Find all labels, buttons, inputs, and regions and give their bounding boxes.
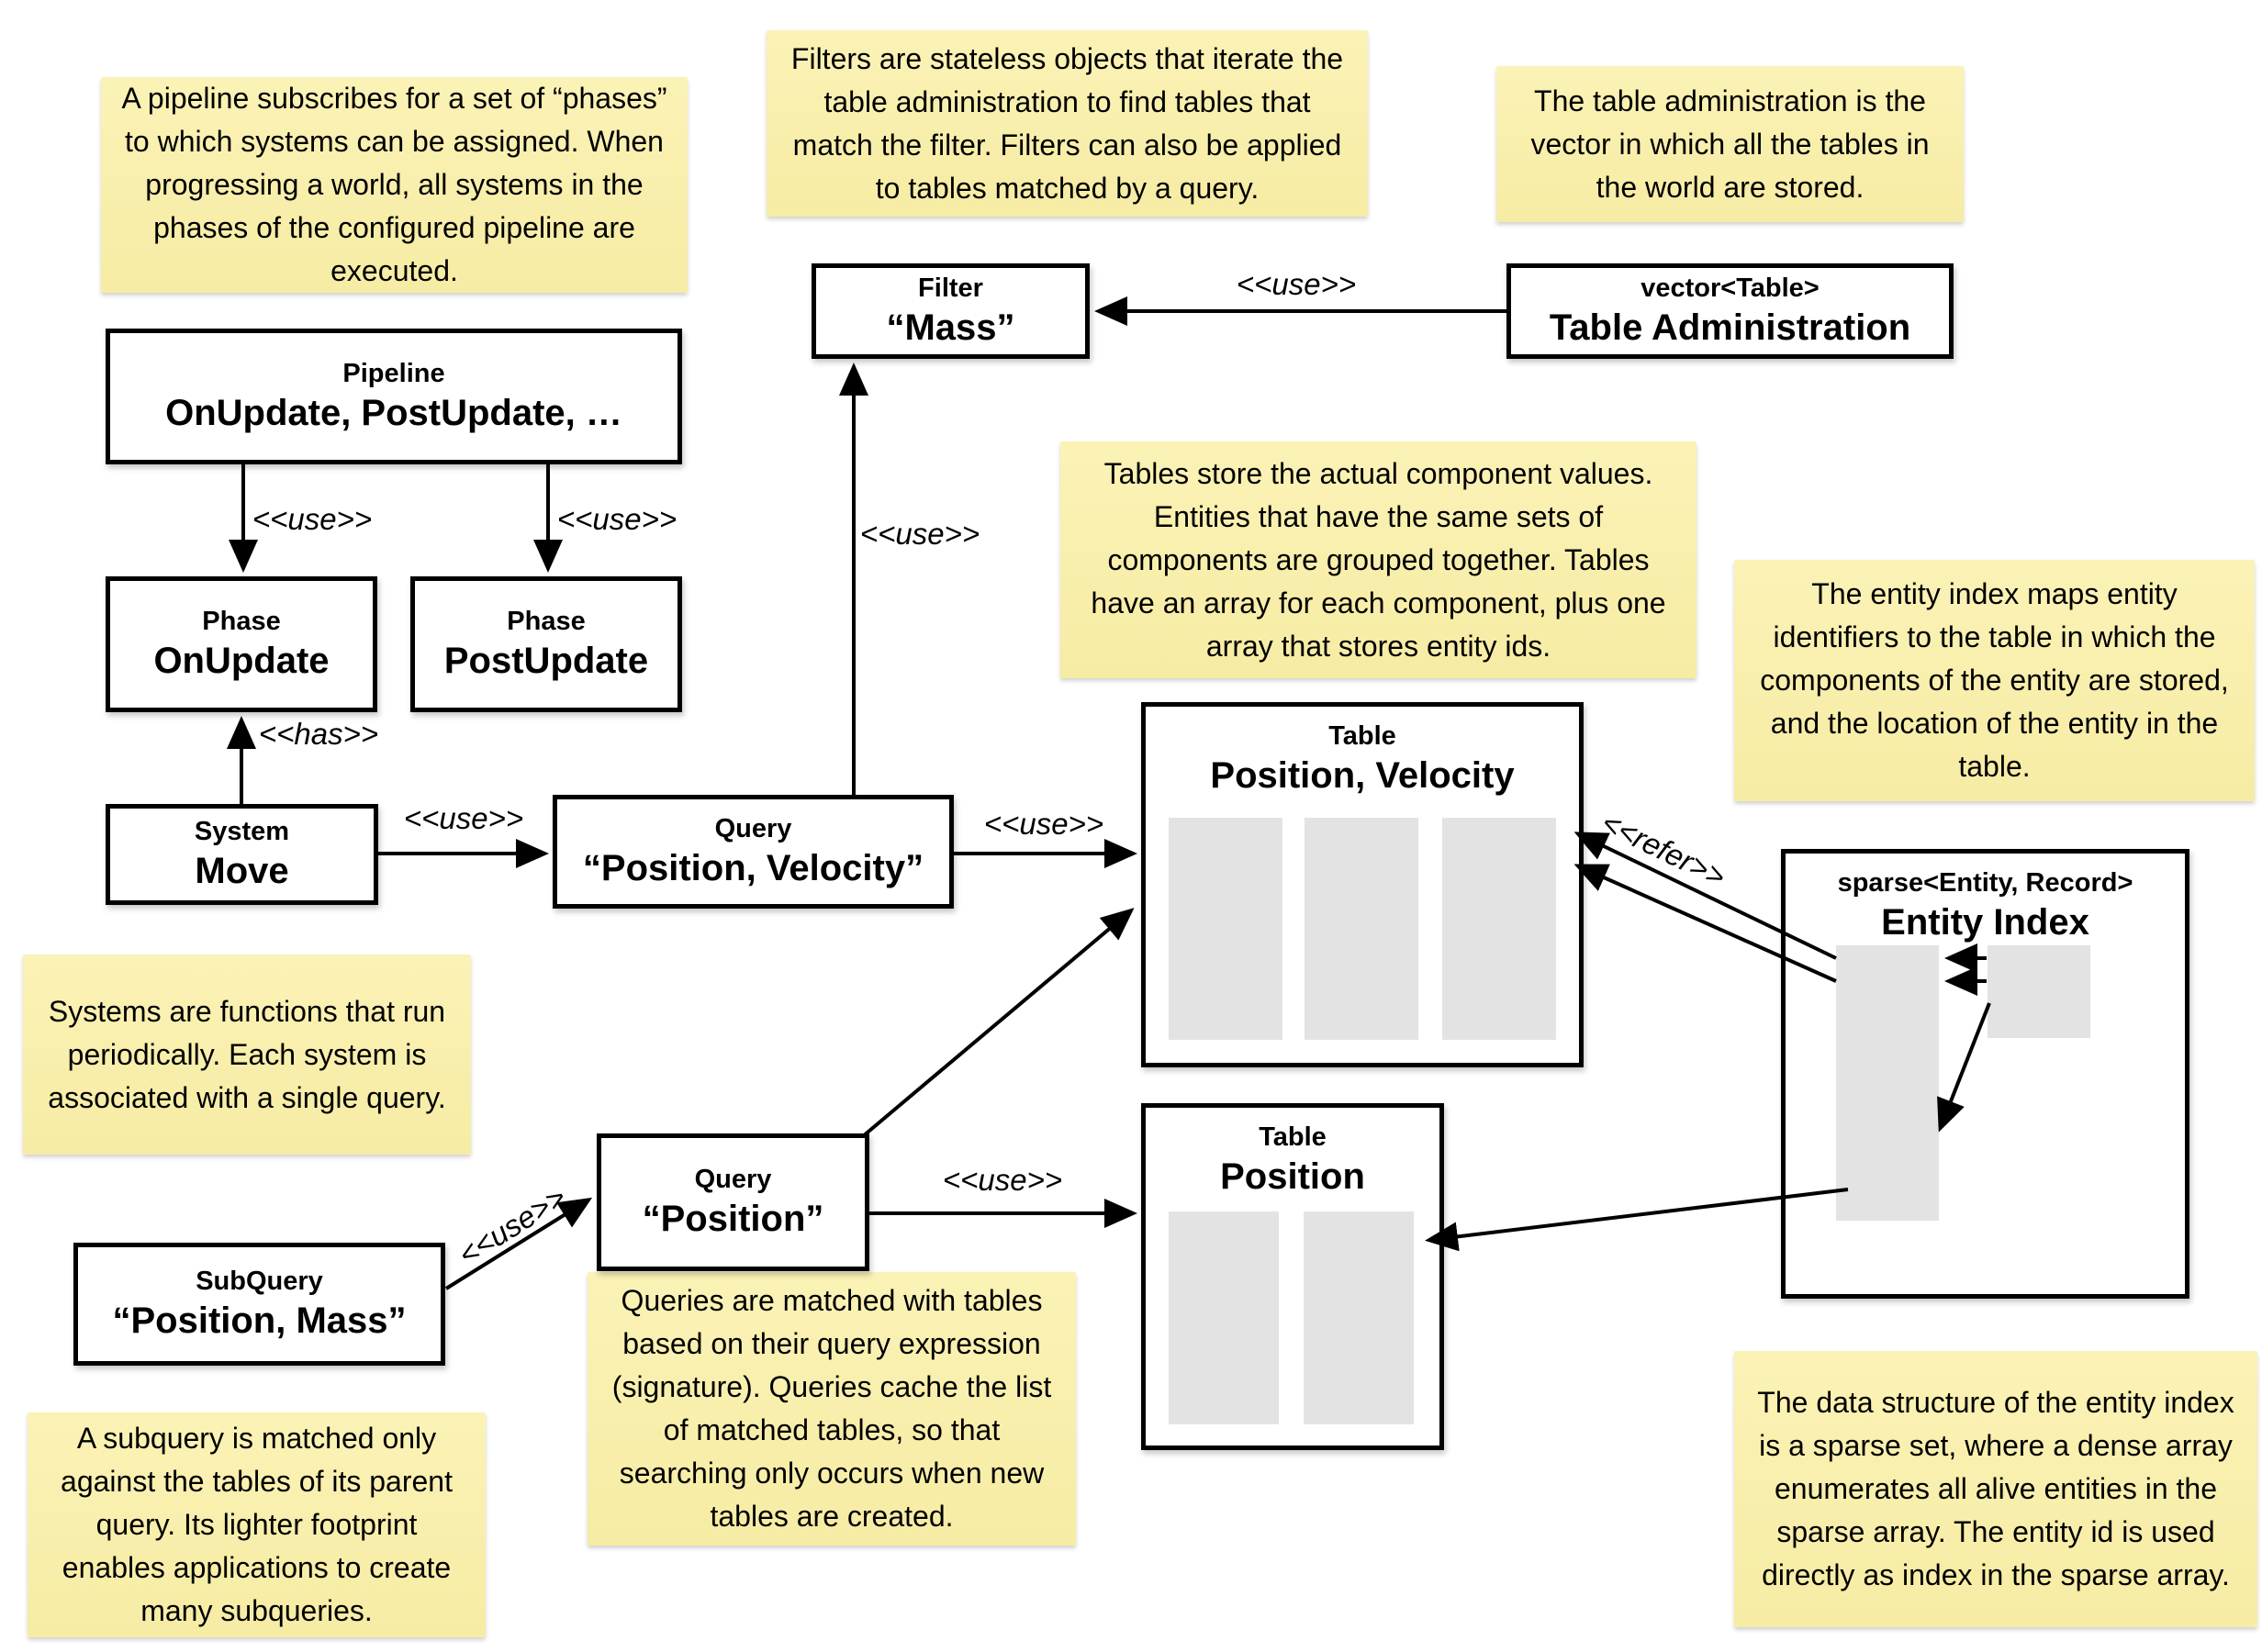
- node-system-move: System Move: [106, 804, 378, 905]
- sticky-note-text: The table administration is the vector i…: [1530, 84, 1930, 204]
- node-value: Move: [195, 851, 289, 891]
- edge-label-refer: <<refer>>: [1596, 805, 1731, 894]
- node-value: OnUpdate, PostUpdate, …: [165, 393, 622, 433]
- node-title: Table: [1259, 1122, 1327, 1152]
- node-value: Position: [1220, 1156, 1365, 1197]
- component-array-column: [1169, 818, 1282, 1040]
- node-title: vector<Table>: [1641, 273, 1820, 303]
- node-query-position: Query “Position”: [597, 1133, 869, 1271]
- node-value: PostUpdate: [443, 641, 649, 681]
- node-value: “Position, Mass”: [112, 1300, 407, 1341]
- node-value: “Position, Velocity”: [582, 848, 924, 888]
- node-title: Query: [714, 814, 792, 843]
- sticky-note-text: A pipeline subscribes for a set of “phas…: [121, 82, 667, 287]
- edge-label-use: <<use>>: [1236, 267, 1357, 301]
- node-pipeline: Pipeline OnUpdate, PostUpdate, …: [106, 329, 682, 464]
- sticky-note-text: The data structure of the entity index i…: [1757, 1386, 2234, 1591]
- node-entity-index: sparse<Entity, Record> Entity Index: [1781, 849, 2189, 1299]
- component-array-column: [1305, 818, 1418, 1040]
- node-value: “Position”: [642, 1199, 824, 1239]
- sticky-note-tables: Tables store the actual component values…: [1060, 441, 1696, 678]
- sticky-note-text: A subquery is matched only against the t…: [61, 1422, 453, 1627]
- arrow-query-p-to-table-pv: [861, 908, 1135, 1138]
- node-subquery-position-mass: SubQuery “Position, Mass”: [73, 1243, 445, 1366]
- node-value: Position, Velocity: [1210, 755, 1515, 796]
- edge-label-use: <<use>>: [983, 807, 1104, 841]
- sparse-array: [1836, 945, 1939, 1221]
- sticky-note-entity-index: The entity index maps entity identifiers…: [1734, 560, 2255, 801]
- sticky-note-text: Queries are matched with tables based on…: [611, 1284, 1052, 1533]
- sticky-note-text: The entity index maps entity identifiers…: [1760, 577, 2229, 783]
- component-array-column: [1169, 1211, 1279, 1424]
- edge-label-use: <<use>>: [252, 502, 373, 536]
- node-title: Query: [694, 1165, 772, 1194]
- node-title: System: [194, 817, 290, 846]
- sticky-note-table-administration: The table administration is the vector i…: [1496, 66, 1964, 222]
- edge-label-use: <<use>>: [859, 517, 980, 551]
- node-title: SubQuery: [196, 1267, 323, 1296]
- node-title: Phase: [202, 607, 281, 636]
- sticky-note-text: Filters are stateless objects that itera…: [790, 41, 1344, 205]
- node-table-position-velocity: Table Position, Velocity: [1141, 702, 1584, 1067]
- node-value: OnUpdate: [153, 641, 330, 681]
- node-title: Filter: [918, 273, 983, 303]
- node-table-position: Table Position: [1141, 1103, 1444, 1450]
- sticky-note-text: Systems are functions that run periodica…: [48, 994, 446, 1114]
- node-phase-postupdate: Phase PostUpdate: [410, 576, 682, 712]
- sticky-note-text: Tables store the actual component values…: [1091, 456, 1666, 663]
- sticky-note-queries: Queries are matched with tables based on…: [588, 1272, 1076, 1546]
- edge-label-has: <<has>>: [258, 717, 379, 751]
- sticky-note-pipeline: A pipeline subscribes for a set of “phas…: [101, 77, 688, 293]
- node-title: Pipeline: [342, 359, 445, 388]
- sticky-note-sparse-set: The data structure of the entity index i…: [1734, 1351, 2257, 1627]
- node-value: Entity Index: [1881, 902, 2089, 943]
- edge-label-use: <<use>>: [403, 801, 524, 835]
- node-filter-mass: Filter “Mass”: [812, 263, 1090, 359]
- node-title: Table: [1328, 721, 1396, 751]
- sticky-note-systems: Systems are functions that run periodica…: [23, 954, 471, 1155]
- dense-array: [1988, 945, 2090, 1038]
- node-title: Phase: [507, 607, 586, 636]
- node-title: sparse<Entity, Record>: [1837, 868, 2133, 898]
- edge-label-use: <<use>>: [556, 502, 677, 536]
- entity-id-array-column: [1304, 1211, 1414, 1424]
- entity-id-array-column: [1442, 818, 1556, 1040]
- node-value: Table Administration: [1549, 307, 1911, 348]
- node-phase-onupdate: Phase OnUpdate: [106, 576, 377, 712]
- edge-label-use: <<use>>: [452, 1179, 572, 1272]
- node-query-position-velocity: Query “Position, Velocity”: [553, 795, 954, 909]
- edge-label-use: <<use>>: [942, 1163, 1063, 1197]
- sticky-note-subquery: A subquery is matched only against the t…: [28, 1412, 486, 1637]
- sticky-note-filters: Filters are stateless objects that itera…: [767, 30, 1368, 217]
- node-value: “Mass”: [886, 307, 1015, 348]
- node-table-administration: vector<Table> Table Administration: [1506, 263, 1954, 359]
